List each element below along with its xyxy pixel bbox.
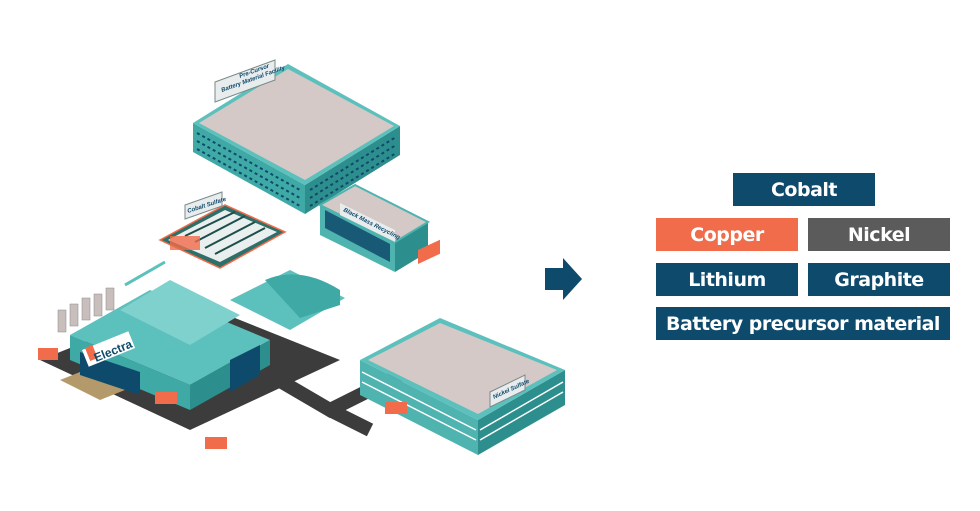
product-copper: Copper bbox=[656, 218, 798, 251]
arrow-right-icon bbox=[545, 258, 582, 300]
pipe bbox=[124, 260, 166, 287]
nickel-sulfate-building: Nickel Sulfate bbox=[360, 318, 565, 455]
black-mass-recycling-building: Black Mass Recycling bbox=[317, 183, 440, 272]
precursor-facility-building: Pre-Cursor Battery Material Facility bbox=[193, 59, 400, 214]
electra-main-facility: Electra bbox=[38, 270, 345, 449]
road-lower bbox=[326, 403, 374, 437]
cobalt-sulfate-plant: Cobalt Sulfate bbox=[158, 191, 287, 269]
product-battery-precursor: Battery precursor material bbox=[656, 307, 950, 340]
product-nickel: Nickel bbox=[808, 218, 950, 251]
product-lithium: Lithium bbox=[656, 263, 798, 296]
product-graphite: Graphite bbox=[808, 263, 950, 296]
product-cobalt: Cobalt bbox=[733, 173, 875, 206]
